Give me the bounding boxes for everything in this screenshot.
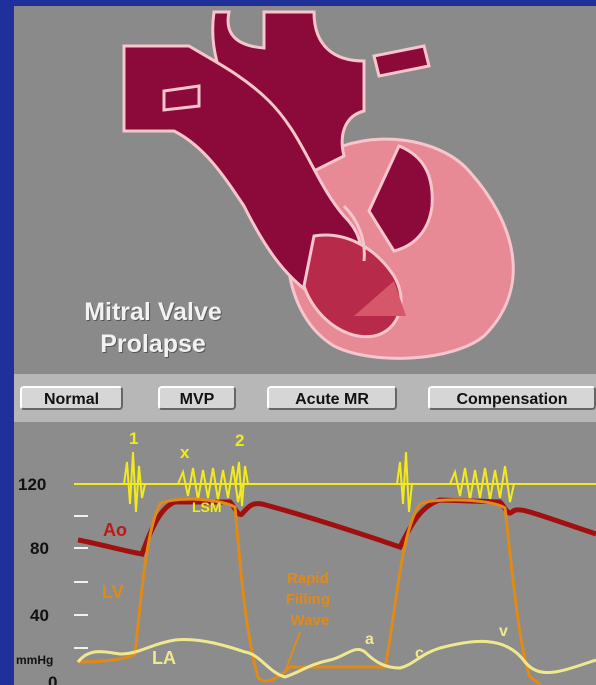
title-line-2: Prolapse — [48, 328, 258, 360]
y-tick-label: 120 — [18, 475, 46, 494]
y-axis-unit: mmHg — [16, 653, 53, 667]
rapid-filling-annotation: Rapid Filling Wave — [286, 570, 334, 629]
title-line-1: Mitral Valve — [48, 296, 258, 328]
y-tick-label: 0 — [48, 673, 57, 685]
y-tick-label: 40 — [30, 606, 49, 625]
aortic-pressure-curve — [78, 500, 596, 554]
v-wave-label: v — [499, 623, 508, 640]
tab-compensation[interactable]: Compensation — [428, 386, 596, 410]
click-x-label: x — [180, 443, 190, 462]
ao-label: Ao — [103, 520, 127, 540]
a-wave-label: a — [365, 631, 374, 648]
annotation-line-2: Filling — [286, 591, 330, 608]
diagram-title: Mitral Valve Prolapse — [48, 296, 258, 360]
heart-sound-s2-label: 2 — [235, 431, 244, 450]
y-tick-label: 80 — [30, 539, 49, 558]
heart-sound-s1-label: 1 — [129, 429, 138, 448]
lv-label: LV — [102, 582, 124, 602]
lsm-label: LSM — [192, 499, 222, 515]
pressure-graph: 120 80 40 0 mmHg 1 x 2 Ao LV LA LSM Rapi… — [0, 422, 596, 685]
c-wave-label: c — [415, 645, 424, 662]
pulmonary-vein — [164, 86, 199, 110]
annotation-line-3: Wave — [291, 612, 330, 629]
s1-sound-burst — [124, 452, 145, 512]
s1-sound-burst — [397, 452, 412, 512]
la-label: LA — [152, 648, 176, 668]
annotation-line-1: Rapid — [287, 570, 329, 587]
tab-normal[interactable]: Normal — [20, 386, 123, 410]
tab-acute-mr[interactable]: Acute MR — [267, 386, 397, 410]
pulmonary-vein — [374, 46, 429, 76]
tab-mvp[interactable]: MVP — [158, 386, 236, 410]
